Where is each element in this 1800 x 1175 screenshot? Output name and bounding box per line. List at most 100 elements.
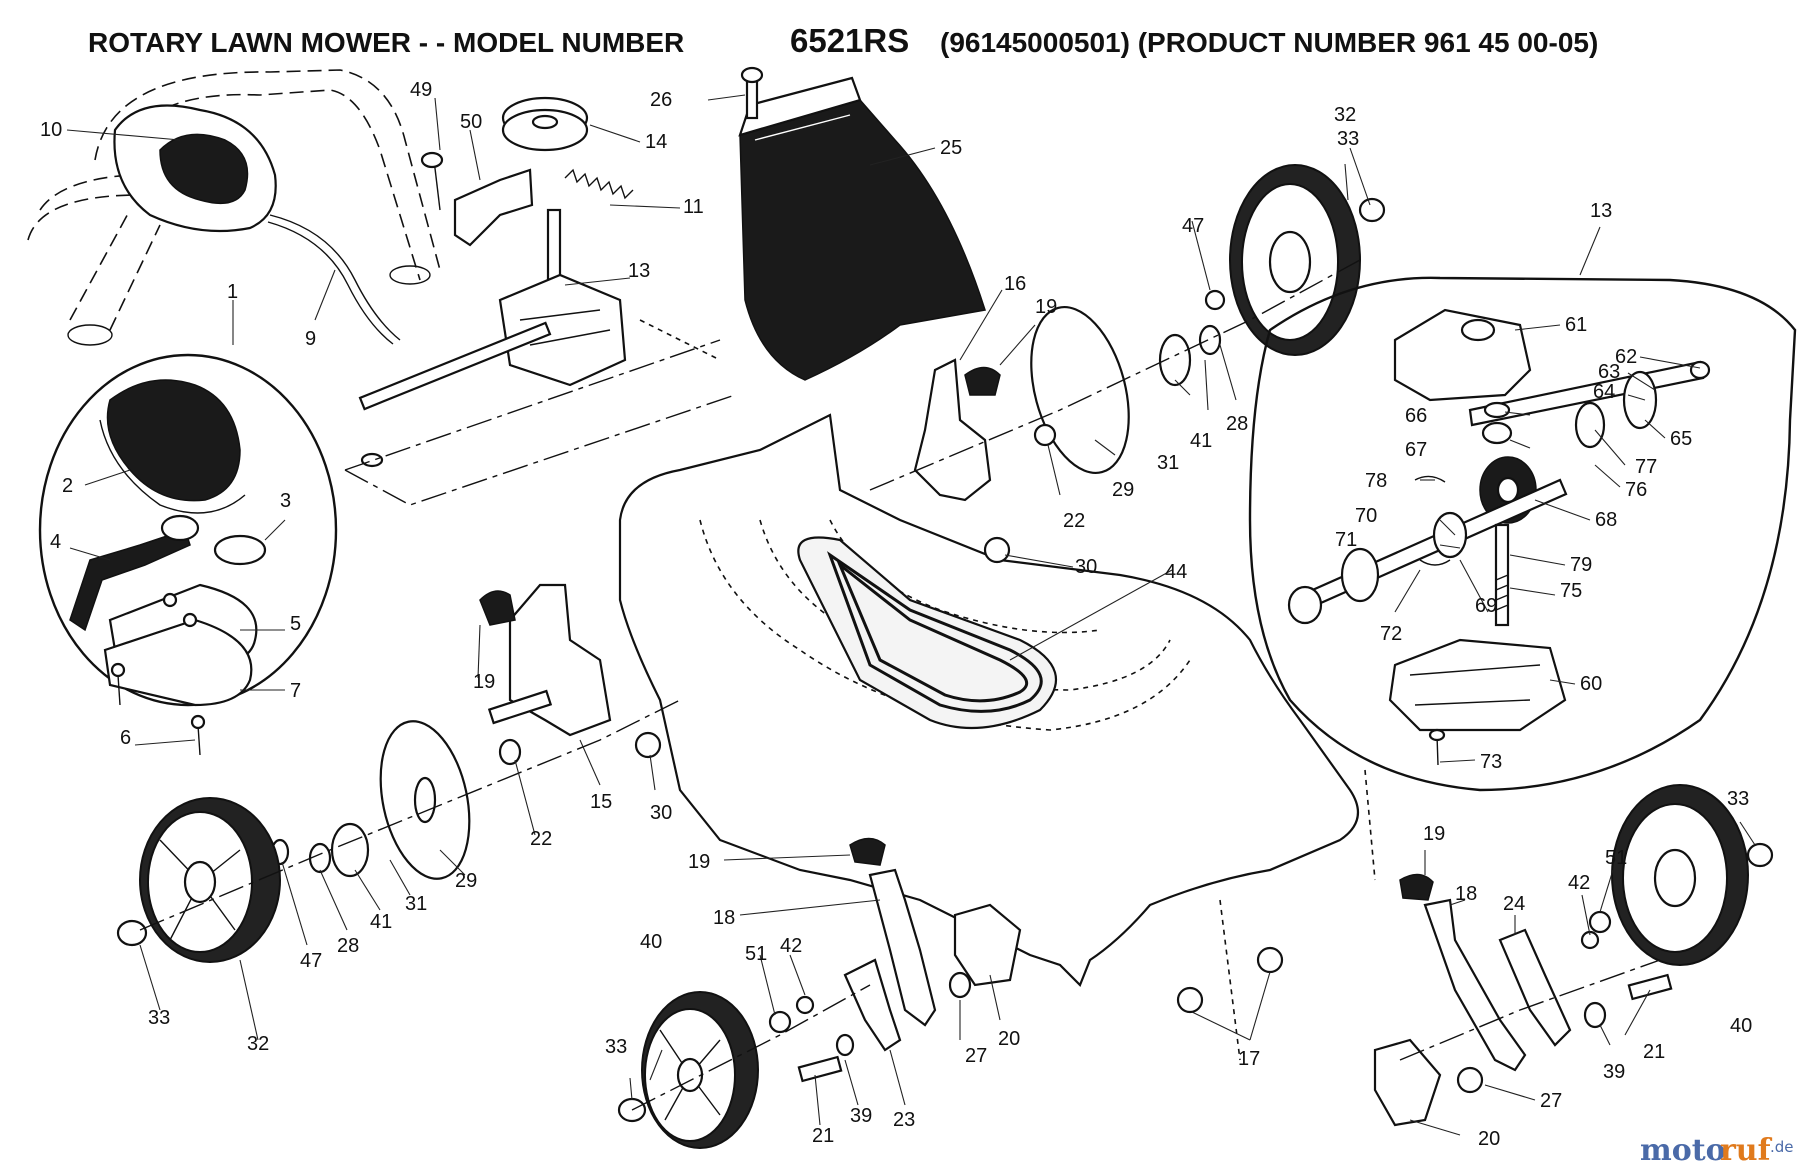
transmission-assembly [344, 96, 736, 506]
callout-25: 25 [940, 137, 962, 159]
callout-29-right: 29 [1112, 479, 1134, 501]
callout-33-upper: 33 [1337, 128, 1359, 150]
callout-41-right: 41 [1190, 430, 1212, 452]
callout-73: 73 [1480, 751, 1502, 773]
callout-72: 72 [1380, 623, 1402, 645]
callout-71: 71 [1335, 529, 1357, 551]
callout-28-right: 28 [1226, 413, 1248, 435]
handle-assembly [27, 69, 441, 346]
title-model: 6521RS [790, 22, 909, 59]
callout-76: 76 [1625, 479, 1647, 501]
callout-17: 17 [1238, 1048, 1260, 1070]
callout-60: 60 [1580, 673, 1602, 695]
left-front-wheel-assembly [617, 837, 1022, 1149]
callout-4: 4 [50, 531, 61, 553]
callout-20-right: 20 [1478, 1128, 1500, 1150]
callout-labels: 10 9 1 2 3 4 5 7 6 49 50 14 11 13 26 25 … [40, 79, 1752, 1150]
callout-19-right: 19 [1423, 823, 1445, 845]
callout-31-right: 31 [1157, 452, 1179, 474]
mower-deck [618, 413, 1376, 1061]
callout-30-left: 30 [650, 802, 672, 824]
callout-33-lower: 33 [605, 1036, 627, 1058]
callout-42-left: 42 [780, 935, 802, 957]
callout-47-right: 47 [1182, 215, 1204, 237]
callout-50: 50 [460, 111, 482, 133]
callout-49: 49 [410, 79, 432, 101]
callout-32-left: 32 [247, 1033, 269, 1055]
callout-2: 2 [62, 475, 73, 497]
callout-6: 6 [120, 727, 131, 749]
callout-1: 1 [227, 281, 238, 303]
watermark-tld: .de [1770, 1138, 1794, 1156]
callout-40-left: 40 [640, 931, 662, 953]
callout-14: 14 [645, 131, 667, 153]
callout-47-left: 47 [300, 950, 322, 972]
callout-51-right: 51 [1605, 847, 1627, 869]
callout-11: 11 [683, 196, 704, 218]
callout-9: 9 [305, 328, 316, 350]
diagram-title: ROTARY LAWN MOWER - - MODEL NUMBER 6521R… [88, 22, 1598, 59]
callout-69: 69 [1475, 595, 1497, 617]
callout-77: 77 [1635, 456, 1657, 478]
callout-26: 26 [650, 89, 672, 111]
callout-33-left: 33 [148, 1007, 170, 1029]
callout-19-left: 19 [473, 671, 495, 693]
callout-61: 61 [1565, 314, 1587, 336]
callout-13-transmission: 13 [628, 260, 650, 282]
callout-23: 23 [893, 1109, 915, 1131]
callout-28-left: 28 [337, 935, 359, 957]
callout-29-left: 29 [455, 870, 477, 892]
callout-27-right: 27 [1540, 1090, 1562, 1112]
leader-lines [66, 94, 1756, 1136]
callout-42-right: 42 [1568, 872, 1590, 894]
callout-13-detail: 13 [1590, 200, 1612, 222]
callout-41-left: 41 [370, 911, 392, 933]
site-watermark: moto ruf .de [1640, 1133, 1794, 1168]
callout-44: 44 [1165, 561, 1187, 583]
right-front-wheel-assembly [1176, 784, 1774, 1127]
callout-3: 3 [280, 490, 291, 512]
callout-40-right: 40 [1730, 1015, 1752, 1037]
callout-19-lower: 19 [688, 851, 710, 873]
callout-24: 24 [1503, 893, 1525, 915]
callout-19-upper: 19 [1035, 296, 1057, 318]
right-rear-wheel-assembly [869, 164, 1386, 564]
callout-67: 67 [1405, 439, 1427, 461]
callout-39-left: 39 [850, 1105, 872, 1127]
title-prefix: ROTARY LAWN MOWER - - MODEL NUMBER [88, 27, 684, 58]
callout-79: 79 [1570, 554, 1592, 576]
callout-68: 68 [1595, 509, 1617, 531]
callout-22-right: 22 [1063, 510, 1085, 532]
watermark-ruf: ruf [1720, 1133, 1773, 1168]
callout-39-right: 39 [1603, 1061, 1625, 1083]
callout-70: 70 [1355, 505, 1377, 527]
callout-33-right: 33 [1727, 788, 1749, 810]
left-rear-wheel-assembly [116, 583, 681, 963]
watermark-moto: moto [1640, 1133, 1726, 1168]
callout-31-left: 31 [405, 893, 427, 915]
callout-20-left: 20 [998, 1028, 1020, 1050]
callout-5: 5 [290, 613, 301, 635]
callout-66: 66 [1405, 405, 1427, 427]
control-detail-oval [38, 353, 338, 756]
callout-16: 16 [1004, 273, 1026, 295]
callout-10: 10 [40, 119, 62, 141]
callout-78: 78 [1365, 470, 1387, 492]
callout-51-left: 51 [745, 943, 767, 965]
gearbox-detail-oval [1248, 276, 1797, 792]
callout-15: 15 [590, 791, 612, 813]
callout-32-right: 32 [1334, 104, 1356, 126]
callout-62: 62 [1615, 346, 1637, 368]
callout-21-right: 21 [1643, 1041, 1665, 1063]
callout-64: 64 [1593, 381, 1615, 403]
callout-21-left: 21 [812, 1125, 834, 1147]
callout-65: 65 [1670, 428, 1692, 450]
callout-18-right: 18 [1455, 883, 1477, 905]
callout-7: 7 [290, 680, 301, 702]
callout-75: 75 [1560, 580, 1582, 602]
callout-27-left: 27 [965, 1045, 987, 1067]
callout-30-right: 30 [1075, 556, 1097, 578]
title-suffix: (96145000501) (PRODUCT NUMBER 961 45 00-… [940, 27, 1598, 58]
rear-chute [738, 66, 986, 381]
